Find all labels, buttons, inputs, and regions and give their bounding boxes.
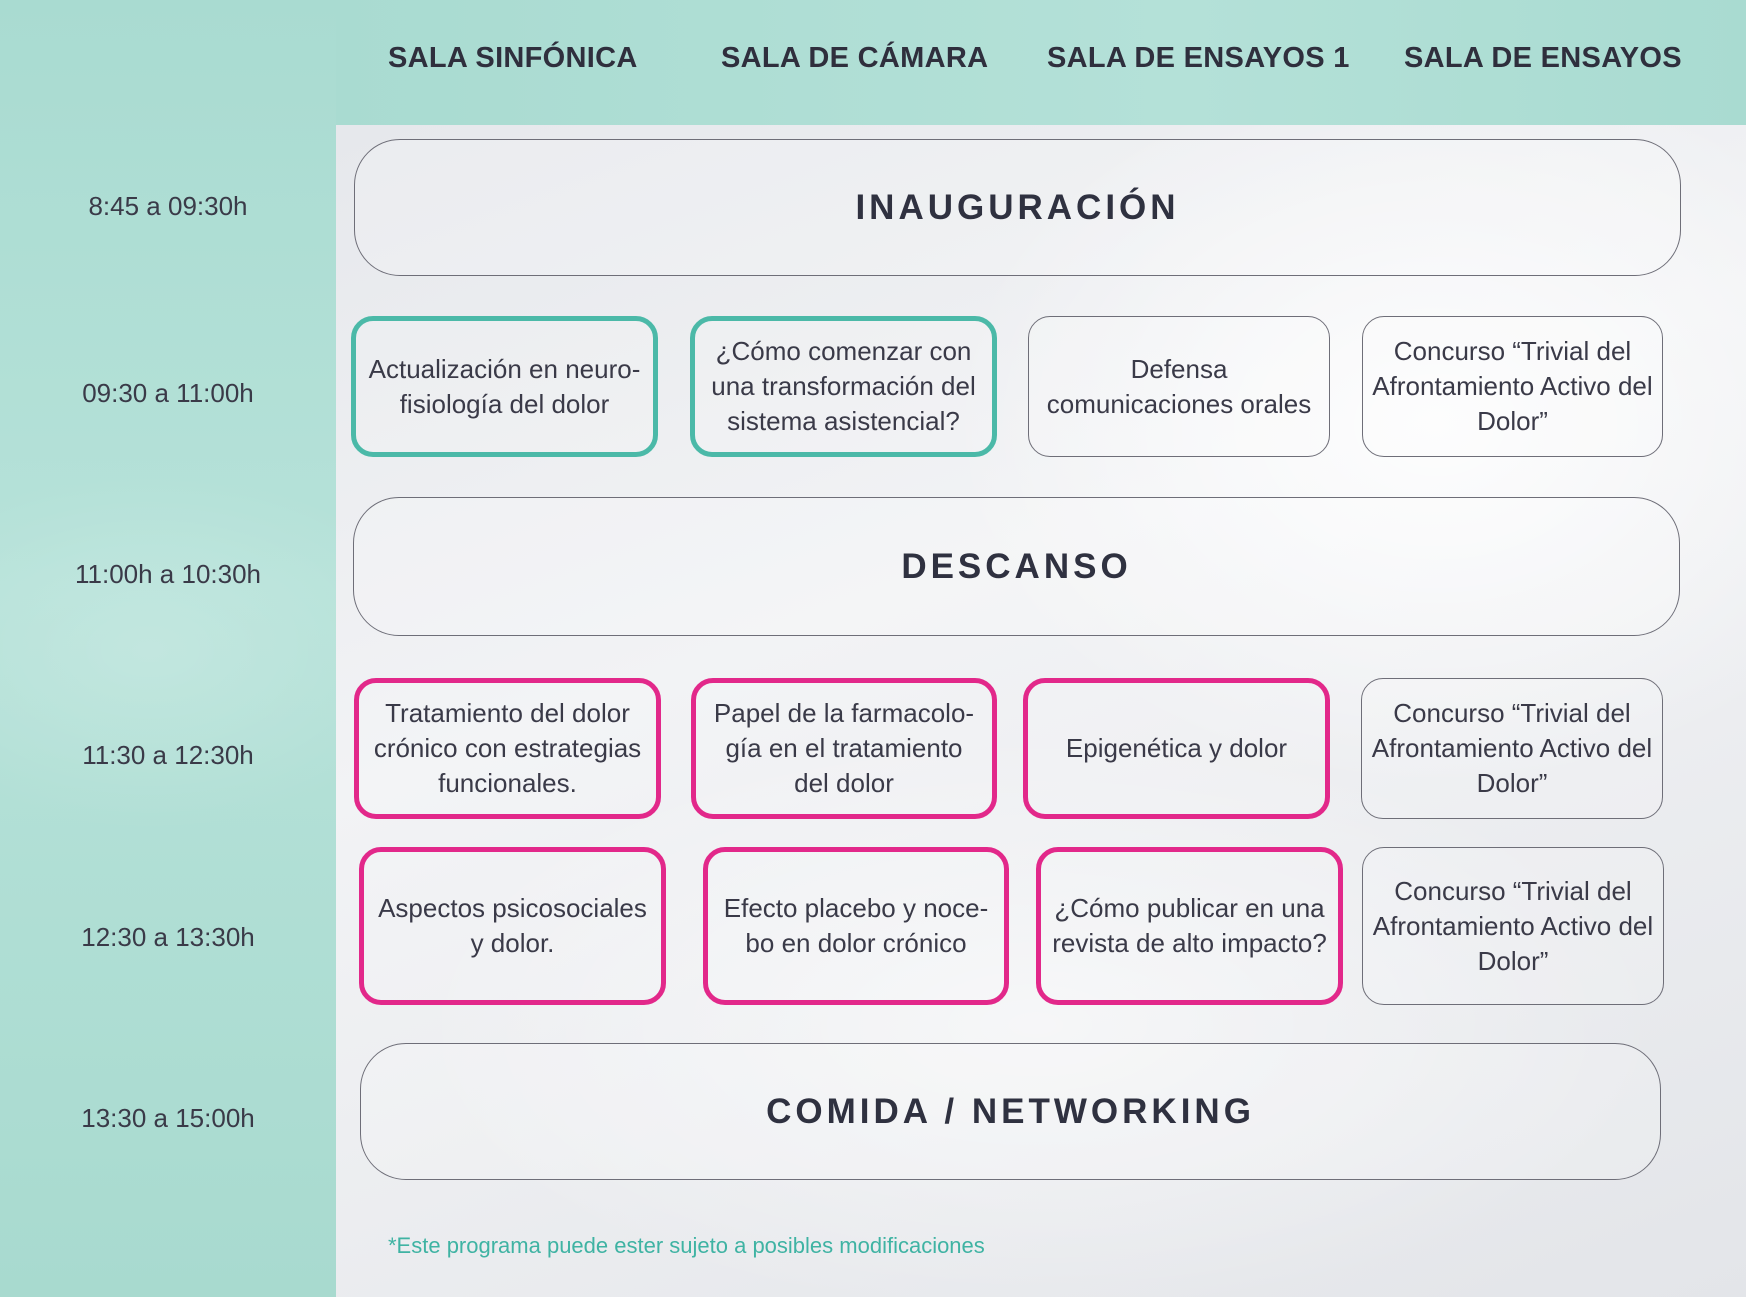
time-column [0, 0, 336, 1297]
session-title: Aspectos psicosociales y dolor. [378, 893, 647, 958]
session-box[interactable]: Papel de la farmacolo- gía en el tratami… [691, 678, 997, 819]
session-box[interactable]: Concurso “Trivial del Afrontamiento Acti… [1362, 316, 1663, 457]
session-title: Defensa comunicaciones orales [1046, 353, 1312, 419]
session-box[interactable]: Aspectos psicosociales y dolor. [359, 847, 666, 1005]
session-box[interactable]: Concurso “Trivial del Afrontamiento Acti… [1361, 678, 1663, 819]
session-box[interactable]: Concurso “Trivial del Afrontamiento Acti… [1362, 847, 1664, 1005]
session-title: Concurso “Trivial del Afrontamiento Acti… [1371, 698, 1653, 798]
time-label: 11:30 a 12:30h [82, 740, 254, 770]
header-band [336, 0, 1746, 125]
session-box[interactable]: ¿Cómo comenzar con una transformación de… [690, 316, 997, 457]
column-header-sala-de-ensayos-1: SALA DE ENSAYOS 1 [1047, 42, 1350, 74]
footnote: *Este programa puede ester sujeto a posi… [388, 1233, 985, 1258]
comida-networking-block: COMIDA / NETWORKING [360, 1043, 1661, 1180]
column-header-sala-sinfonica: SALA SINFÓNICA [388, 42, 638, 74]
session-box[interactable]: ¿Cómo publicar en una revista de alto im… [1036, 847, 1343, 1005]
inauguracion-label: INAUGURACIÓN [855, 187, 1180, 227]
time-label: 09:30 a 11:00h [82, 378, 254, 408]
session-title: ¿Cómo publicar en una revista de alto im… [1052, 893, 1327, 958]
session-title: Actualización en neuro- fisiología del d… [368, 353, 641, 419]
time-label: 12:30 a 13:30h [81, 922, 255, 952]
session-title: Efecto placebo y noce- bo en dolor cróni… [723, 893, 989, 958]
comida-networking-label: COMIDA / NETWORKING [766, 1091, 1255, 1131]
descanso-label: DESCANSO [901, 546, 1132, 586]
time-label: 11:00h a 10:30h [74, 559, 262, 589]
inauguracion-block: INAUGURACIÓN [354, 139, 1681, 276]
session-box[interactable]: Defensa comunicaciones orales [1028, 316, 1330, 457]
time-label: 13:30 a 15:00h [81, 1103, 255, 1133]
session-box[interactable]: Actualización en neuro- fisiología del d… [351, 316, 658, 457]
session-box[interactable]: Epigenética y dolor [1023, 678, 1330, 819]
session-title: Epigenética y dolor [1065, 733, 1288, 763]
session-title: Tratamiento del dolor crónico con estrat… [373, 698, 642, 798]
session-title: ¿Cómo comenzar con una transformación de… [711, 336, 976, 436]
descanso-block: DESCANSO [353, 497, 1680, 636]
column-header-sala-de-ensayos: SALA DE ENSAYOS [1404, 42, 1682, 74]
time-label: 8:45 a 09:30h [88, 191, 248, 221]
session-title: Concurso “Trivial del Afrontamiento Acti… [1372, 875, 1654, 976]
session-box[interactable]: Tratamiento del dolor crónico con estrat… [354, 678, 661, 819]
session-title: Concurso “Trivial del Afrontamiento Acti… [1372, 336, 1653, 436]
session-title: Papel de la farmacolo- gía en el tratami… [713, 698, 975, 798]
session-box[interactable]: Efecto placebo y noce- bo en dolor cróni… [703, 847, 1009, 1005]
column-header-sala-de-camara: SALA DE CÁMARA [721, 42, 989, 74]
